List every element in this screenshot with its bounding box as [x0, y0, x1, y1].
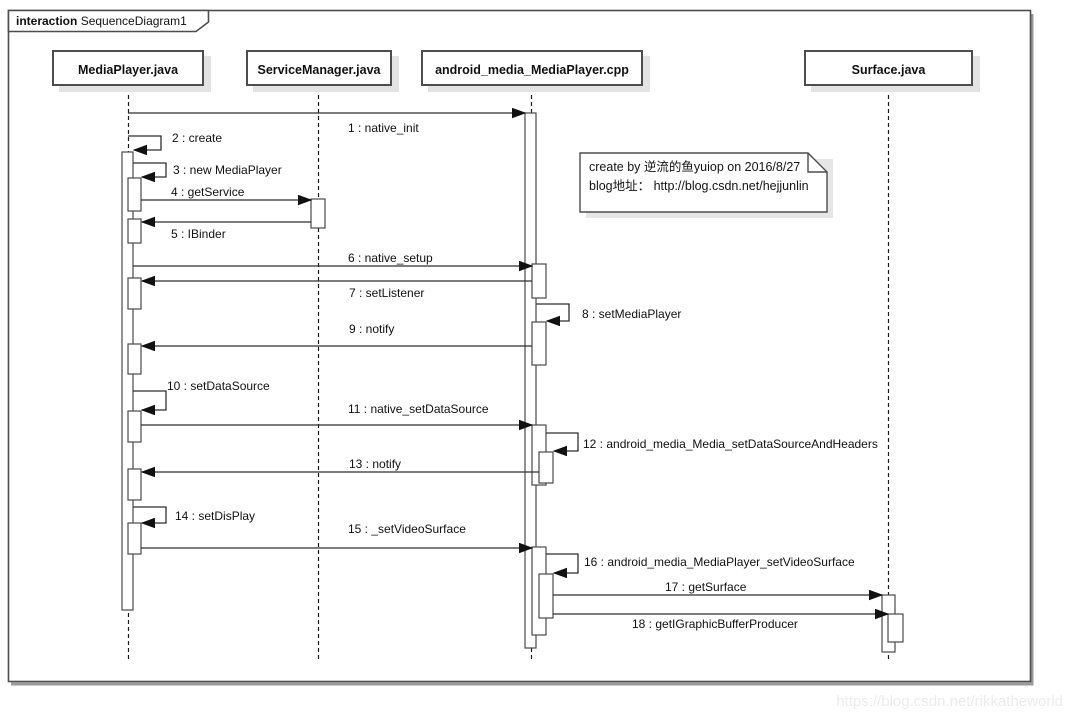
note-line-2: blog地址： http://blog.csdn.net/hejjunlin [589, 179, 809, 193]
message-label: 14 : setDisPlay [175, 509, 256, 523]
activation-bar [531, 321, 547, 366]
activation-bar [127, 277, 142, 310]
message-label: 1 : native_init [348, 121, 419, 135]
frame-name-label: SequenceDiagram1 [80, 14, 187, 28]
lifeline-head-androidmedia: android_media_MediaPlayer.cpp [421, 50, 643, 86]
activation-bar [538, 451, 554, 484]
frame-title: interaction SequenceDiagram1 [16, 14, 187, 28]
note-box [579, 152, 828, 213]
frame-title-tab [7, 9, 210, 33]
activation-bar [127, 343, 142, 375]
message-label: 5 : IBinder [171, 227, 226, 241]
self-message-setdisplay [133, 506, 167, 523]
self-message-setdatasource [133, 390, 167, 410]
message-label: 18 : getIGraphicBufferProducer [632, 617, 798, 631]
message-label: 11 : native_setDataSource [348, 402, 489, 416]
frame-shadow [11, 14, 1034, 686]
self-message-setmediaplayer [536, 303, 570, 321]
message-label: 15 : _setVideoSurface [348, 522, 466, 536]
message-label: 3 : new MediaPlayer [173, 163, 282, 177]
activation-bar [310, 198, 326, 229]
message-label: 2 : create [172, 131, 223, 145]
self-message-setdatasourceandheaders [546, 432, 579, 451]
activation-bar [127, 177, 142, 212]
lifeline-head-mediaplayer: MediaPlayer.java [52, 50, 204, 86]
activation-bar [127, 468, 142, 501]
activation-bar [531, 263, 547, 299]
message-label: 6 : native_setup [348, 251, 433, 265]
frame-border [7, 9, 1032, 683]
self-message-setvideosurface16 [546, 553, 579, 573]
watermark-text: https://blog.csdn.net/rikkatheworld [836, 693, 1063, 710]
activation-bar [538, 573, 554, 619]
activation-bars [121, 112, 904, 653]
message-label: 13 : notify [349, 457, 402, 471]
message-label: 4 : getService [171, 185, 245, 199]
note-dogear-icon [807, 153, 827, 173]
self-message-newmediaplayer [133, 162, 167, 177]
message-label: 16 : android_media_MediaPlayer_setVideoS… [584, 555, 855, 569]
activation-bar [127, 410, 142, 443]
message-label: 8 : setMediaPlayer [582, 307, 682, 321]
frame-keyword-label: interaction [16, 14, 78, 28]
self-message-create [128, 135, 162, 150]
lifeline-head-surface: Surface.java [804, 50, 973, 86]
message-label: 7 : setListener [349, 286, 425, 300]
activation-bar [127, 218, 142, 244]
activation-bar [121, 151, 134, 611]
message-lines [128, 113, 888, 614]
message-label: 12 : android_media_Media_setDataSourceAn… [583, 437, 878, 451]
activation-bar [127, 522, 142, 555]
activation-bar [887, 613, 904, 643]
lifeline-head-servicemanager: ServiceManager.java [246, 50, 392, 86]
activation-bar [524, 112, 537, 649]
message-label: 17 : getSurface [665, 580, 747, 594]
message-label: 9 : notify [349, 322, 395, 336]
note-line-1: create by 逆流的鱼yuiop on 2016/8/27 [589, 160, 801, 174]
message-label: 10 : setDataSource [167, 379, 270, 393]
